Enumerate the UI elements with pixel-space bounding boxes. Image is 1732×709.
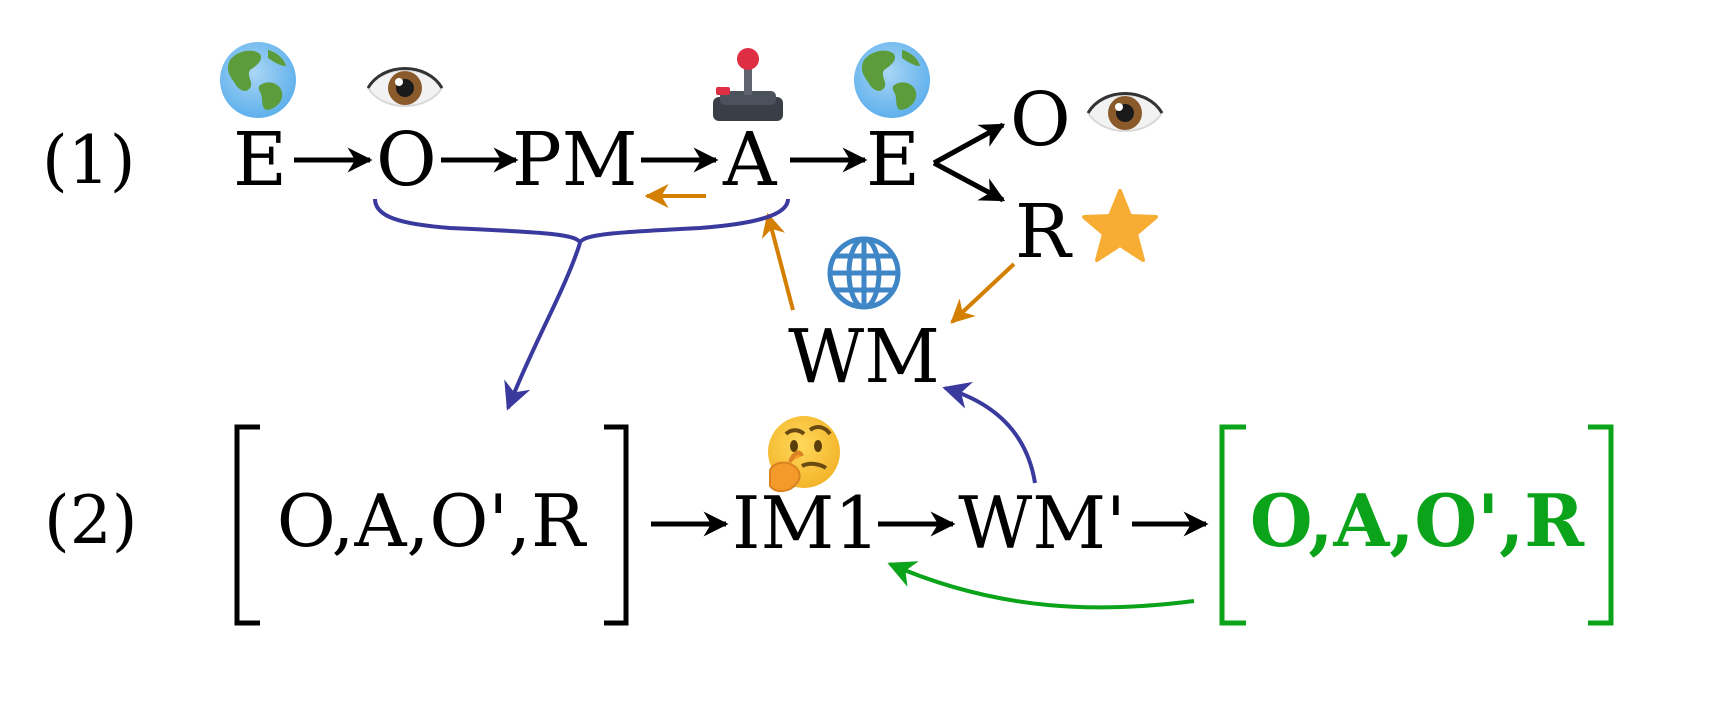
arrow-blue-wmprime-to-wm xyxy=(942,381,1037,484)
right-bracket-close xyxy=(1588,424,1614,626)
node-e1: E xyxy=(233,117,287,203)
arrow-green-tuple-to-im1 xyxy=(887,561,1195,610)
joystick-icon xyxy=(713,48,783,121)
row1-black-arrows xyxy=(294,122,1006,203)
eye-icon xyxy=(1086,92,1164,132)
node-a: A xyxy=(722,117,778,203)
tuple-right-text: O,A,O',R xyxy=(1250,478,1585,563)
row2-label: (2) xyxy=(44,482,138,559)
row1-label: (1) xyxy=(42,122,136,199)
left-bracket-open xyxy=(234,424,260,626)
arrow-e-to-o2 xyxy=(932,122,1006,166)
earth-globe-icon xyxy=(220,42,296,118)
tuple-left-text: O,A,O',R xyxy=(277,479,587,563)
earth-globe-icon xyxy=(854,42,930,118)
tuple-right-brackets xyxy=(1219,424,1614,626)
eye-icon xyxy=(366,67,444,107)
blue-brace xyxy=(373,198,790,245)
arrow-orange-r-to-wm xyxy=(950,262,1016,324)
node-im1: IM1 xyxy=(732,481,880,565)
node-o1: O xyxy=(376,117,437,203)
node-wm-prime: WM' xyxy=(958,481,1126,565)
arrow-e-to-r xyxy=(932,160,1006,203)
right-bracket-open xyxy=(1219,424,1246,626)
node-pm: PM xyxy=(512,117,638,203)
node-e2: E xyxy=(866,117,920,203)
arrow-blue-brace-to-tuple xyxy=(504,242,582,411)
node-wm: WM xyxy=(788,314,940,400)
blue-connectors xyxy=(373,198,1037,484)
orange-arrows xyxy=(644,184,1016,324)
left-bracket-close xyxy=(604,424,629,626)
node-r: R xyxy=(1015,189,1073,275)
arrow-orange-wm-to-a xyxy=(761,212,795,311)
tuple-left-brackets xyxy=(234,424,629,626)
thinking-face-icon xyxy=(768,416,840,492)
star-icon xyxy=(1082,189,1158,262)
node-o2: O xyxy=(1010,77,1071,163)
globe-grid-icon xyxy=(827,236,901,310)
